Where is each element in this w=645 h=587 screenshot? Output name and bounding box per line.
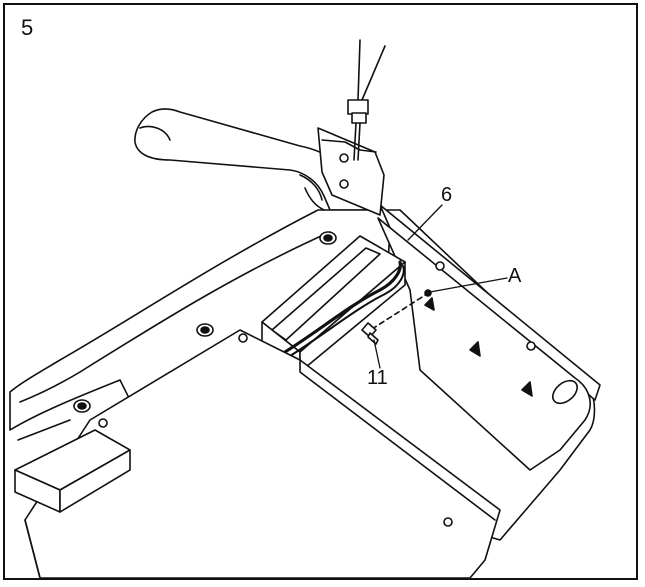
frame-holes: [73, 231, 453, 527]
step-number: 5: [21, 15, 34, 40]
frame-rail-6: [377, 217, 591, 471]
floor-panel: [14, 329, 501, 578]
upright-bracket: [304, 127, 385, 216]
leader-lines: [373, 204, 508, 369]
screw-11: [361, 289, 432, 345]
diagram-frame: 5: [3, 3, 638, 580]
callout-label-a: A: [508, 265, 522, 287]
assembly-illustration: 6 A 11: [9, 39, 601, 578]
callout-part-11: 11: [367, 367, 388, 389]
callout-part-6: 6: [441, 184, 452, 206]
upright-handle: [134, 108, 371, 211]
wire-harness: [347, 39, 386, 161]
routed-cable: [283, 260, 405, 357]
